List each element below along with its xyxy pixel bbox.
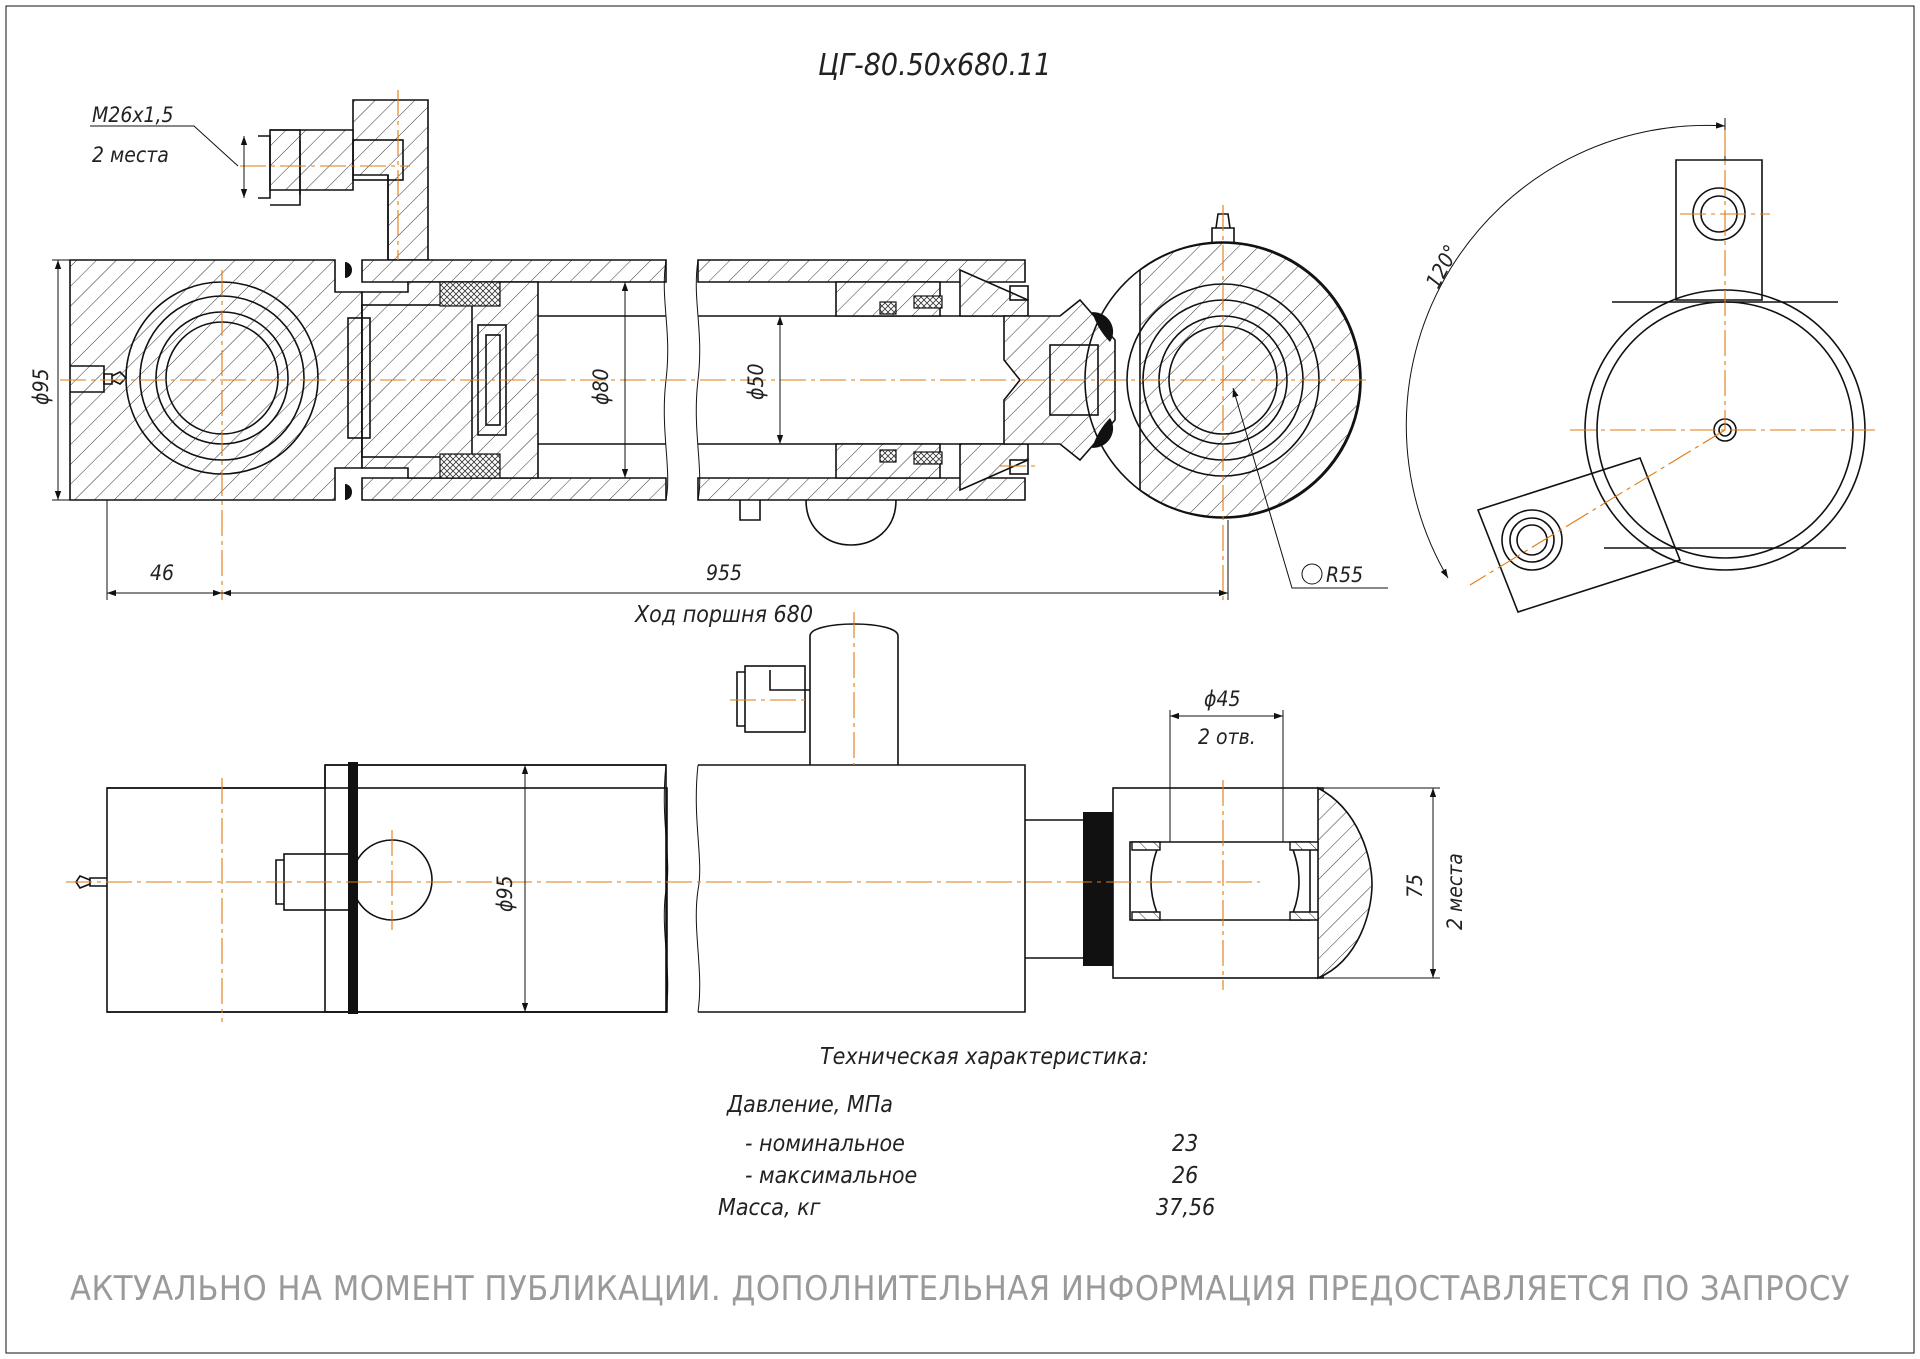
dim-pin-holes-count: 2 отв. bbox=[1198, 725, 1256, 749]
footer-note: АКТУАЛЬНО НА МОМЕНТ ПУБЛИКАЦИИ. ДОПОЛНИТ… bbox=[70, 1269, 1850, 1309]
nominal-label: - номинальное bbox=[745, 1131, 905, 1157]
dim-length: 955 bbox=[706, 561, 742, 585]
dim-thread: М26х1,5 bbox=[92, 103, 174, 127]
dim-outer-diameter-front: ϕ95 bbox=[493, 876, 517, 913]
section-view: ϕ95 bbox=[29, 90, 1388, 628]
drawing-title: ЦГ-80.50х680.11 bbox=[818, 48, 1051, 83]
dim-thread-places: 2 места bbox=[92, 143, 169, 167]
dim-stroke: Ход поршня 680 bbox=[634, 602, 813, 628]
sheet-frame bbox=[5, 5, 1915, 1354]
mass-value: 37,56 bbox=[1156, 1195, 1215, 1221]
nominal-value: 23 bbox=[1172, 1131, 1198, 1157]
mass-label: Масса, кг bbox=[718, 1195, 821, 1221]
dim-radius: R55 bbox=[1326, 563, 1363, 587]
dim-eye-places: 2 места bbox=[1443, 853, 1467, 930]
side-view: 120° bbox=[1405, 118, 1875, 613]
specs-heading: Техническая характеристика: bbox=[820, 1044, 1149, 1070]
max-value: 26 bbox=[1172, 1163, 1198, 1189]
front-view: ϕ95 ϕ45 2 отв. 75 2 места bbox=[66, 612, 1467, 1022]
pressure-label: Давление, МПа bbox=[726, 1092, 893, 1118]
dim-eye-width: 75 bbox=[1403, 874, 1427, 898]
specs-block: Техническая характеристика: Давление, МП… bbox=[718, 1044, 1215, 1221]
dim-bore-inner: ϕ80 bbox=[589, 369, 613, 406]
dim-angle: 120° bbox=[1421, 241, 1464, 292]
dim-offset: 46 bbox=[150, 561, 174, 585]
max-label: - максимальное bbox=[745, 1163, 917, 1189]
dim-rod: ϕ50 bbox=[744, 364, 768, 401]
dim-bore-outer: ϕ95 bbox=[29, 369, 53, 406]
dim-pin-hole: ϕ45 bbox=[1204, 687, 1241, 711]
